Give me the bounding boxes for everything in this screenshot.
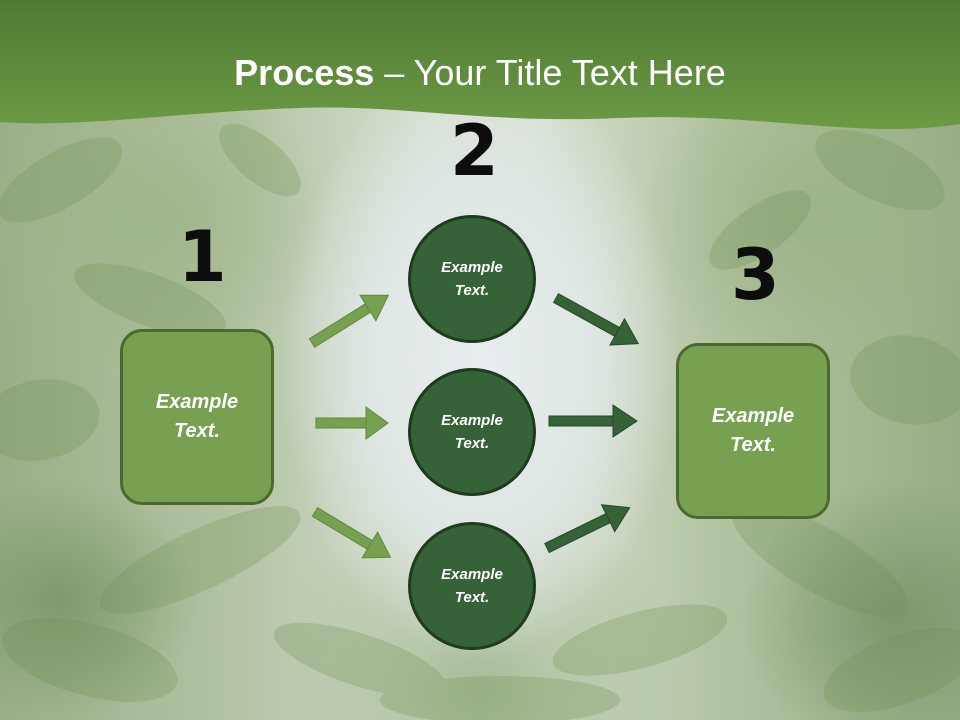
step-number-1: 1: [178, 216, 227, 298]
box-left-line2: Text.: [174, 420, 220, 442]
box-right-line1: Example: [711, 405, 795, 427]
circle-middle-line2: Text.: [454, 435, 490, 452]
circle-top-line2: Text.: [454, 282, 490, 299]
header-banner: [0, 0, 960, 130]
circle-middle-line1: Example: [441, 412, 503, 429]
arrow-down-right-light: [311, 507, 392, 559]
arrow-down-right-dark: [552, 292, 640, 346]
box-right-line2: Text.: [730, 434, 776, 456]
arrow-right-dark: [548, 404, 638, 438]
arrow-up-right-dark: [544, 504, 631, 554]
slide-title: Process – Your Title Text Here: [0, 52, 960, 94]
box-left-line1: Example: [155, 391, 239, 413]
arrow-right-light: [315, 406, 389, 440]
step-number-3: 3: [731, 234, 780, 316]
circle-bottom-line1: Example: [441, 566, 503, 583]
title-rest: – Your Title Text Here: [374, 52, 726, 93]
circle-bottom-line2: Text.: [454, 589, 490, 606]
arrow-up-right-light: [308, 294, 390, 348]
step-number-2: 2: [450, 110, 499, 192]
title-bold: Process: [234, 52, 375, 93]
circle-top-line1: Example: [441, 259, 503, 276]
